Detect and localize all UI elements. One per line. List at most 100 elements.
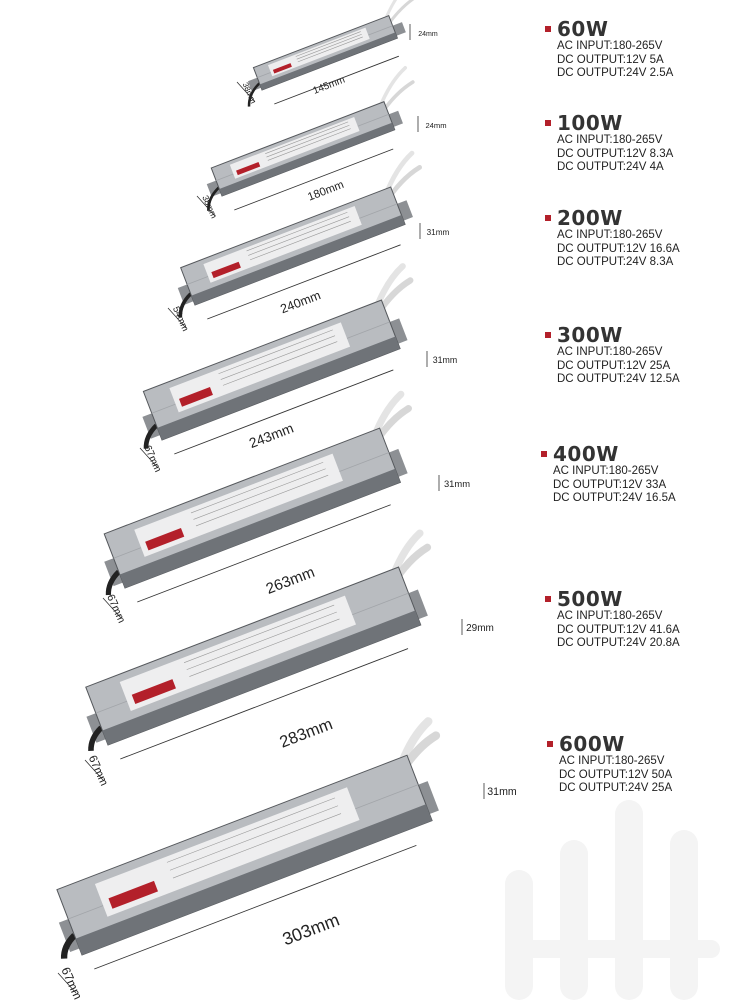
label-text-line bbox=[166, 797, 336, 863]
width-dimension-line bbox=[236, 81, 256, 103]
ac-input-spec: AC INPUT:180-265V bbox=[557, 229, 663, 241]
bullet-square-icon bbox=[545, 26, 551, 32]
mounting-tab bbox=[86, 712, 108, 743]
width-label: 67mm bbox=[58, 965, 85, 1000]
dc-output-24v-spec: DC OUTPUT:24V 20.8A bbox=[557, 637, 680, 649]
ac-input-spec: AC INPUT:180-265V bbox=[557, 40, 663, 52]
mounting-tab bbox=[142, 412, 163, 439]
dc-output-12v-spec: DC OUTPUT:12V 41.6A bbox=[557, 623, 680, 636]
driver-body bbox=[247, 0, 420, 107]
height-label: 31mm bbox=[433, 355, 457, 365]
length-dimension-line bbox=[234, 148, 394, 211]
width-dimension-line bbox=[57, 972, 77, 994]
mounting-tab bbox=[416, 781, 439, 815]
label-text-line bbox=[296, 33, 362, 60]
power-rating: 100W bbox=[545, 112, 673, 134]
case-side bbox=[119, 468, 401, 588]
length-label: 240mm bbox=[278, 288, 322, 316]
width-dimension-line bbox=[196, 195, 216, 217]
height-label: 31mm bbox=[427, 228, 450, 237]
length-dimension-line bbox=[174, 369, 394, 455]
length-label: 263mm bbox=[264, 564, 317, 598]
width-label: 54mm bbox=[171, 304, 192, 332]
left-cable bbox=[60, 933, 77, 959]
label-text-line bbox=[190, 461, 324, 514]
bullet-square-icon bbox=[545, 215, 551, 221]
label-text-line bbox=[172, 813, 342, 879]
dc-output-12v-spec: DC OUTPUT:12V 50A bbox=[559, 768, 673, 781]
bullet-square-icon bbox=[545, 332, 551, 338]
left-cable bbox=[105, 569, 121, 596]
model-label bbox=[211, 261, 241, 279]
driver-unit-200w: 240mm 54mm 31mm bbox=[167, 150, 450, 333]
mounting-tab bbox=[406, 589, 428, 620]
ac-input-spec: AC INPUT:180-265V bbox=[557, 134, 663, 146]
driver-body bbox=[56, 717, 441, 959]
driver-unit-600w: 303mm 67mm 31mm bbox=[56, 717, 517, 1000]
output-cable bbox=[383, 150, 415, 198]
dc-output-12v-spec: DC OUTPUT:12V 16.6A bbox=[557, 242, 680, 255]
label-text-line bbox=[169, 805, 339, 871]
driver-body bbox=[177, 150, 422, 318]
label-text-line bbox=[265, 121, 349, 154]
label-text-line bbox=[297, 36, 363, 63]
bullet-square-icon bbox=[547, 741, 553, 747]
product-label bbox=[119, 595, 357, 711]
power-rating: 400W bbox=[541, 443, 676, 465]
driver-body bbox=[142, 263, 414, 449]
ac-input-spec: AC INPUT:180-265V bbox=[557, 346, 663, 358]
product-label bbox=[229, 116, 360, 179]
product-label bbox=[169, 322, 351, 413]
driver-body bbox=[85, 529, 432, 752]
label-text-line bbox=[218, 329, 333, 375]
label-text-line bbox=[249, 220, 351, 261]
ac-input-spec: AC INPUT:180-265V bbox=[559, 755, 665, 767]
mounting-tab bbox=[104, 557, 125, 587]
ac-input-spec: AC INPUT:180-265V bbox=[553, 465, 659, 477]
ac-input-spec: AC INPUT:180-265V bbox=[557, 610, 663, 622]
length-dimension-line bbox=[94, 844, 417, 970]
mounting-tab bbox=[58, 918, 82, 953]
product-label bbox=[94, 787, 360, 917]
height-label: 31mm bbox=[487, 786, 517, 798]
bullet-square-icon bbox=[545, 120, 551, 126]
power-rating: 60W bbox=[545, 18, 673, 40]
length-dimension-line bbox=[137, 504, 391, 603]
label-text-line bbox=[195, 474, 329, 527]
dc-output-24v-spec: DC OUTPUT:24V 2.5A bbox=[557, 67, 674, 79]
bullet-square-icon bbox=[541, 451, 547, 457]
height-label: 31mm bbox=[444, 478, 470, 489]
case-side bbox=[259, 32, 398, 90]
dc-output-12v-spec: DC OUTPUT:12V 33A bbox=[553, 478, 667, 491]
height-label: 29mm bbox=[466, 623, 494, 634]
dc-output-12v-spec: DC OUTPUT:12V 25A bbox=[557, 359, 671, 372]
bullet-square-icon bbox=[545, 596, 551, 602]
length-dimension-line bbox=[207, 244, 401, 320]
driver-body bbox=[103, 390, 412, 596]
label-text-line bbox=[266, 124, 350, 158]
label-text-line bbox=[193, 468, 326, 520]
length-label: 243mm bbox=[247, 420, 296, 452]
label-text-line bbox=[248, 216, 350, 256]
power-label: 200W bbox=[557, 206, 623, 230]
driver-body bbox=[206, 66, 415, 211]
label-text-line bbox=[267, 128, 351, 161]
length-dimension-line bbox=[274, 55, 400, 105]
dc-output-12v-spec: DC OUTPUT:12V 8.3A bbox=[557, 147, 674, 160]
width-dimension-line bbox=[84, 759, 104, 781]
model-label bbox=[272, 63, 292, 74]
model-label bbox=[145, 527, 185, 551]
length-label: 303mm bbox=[280, 909, 343, 949]
label-text-line bbox=[186, 611, 337, 670]
mounting-tab bbox=[387, 448, 408, 478]
width-dimension-line bbox=[139, 447, 159, 469]
